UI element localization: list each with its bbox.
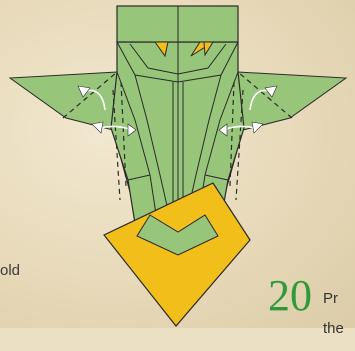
step-instruction: Pr the xyxy=(323,276,355,351)
step-instruction-line-1: Pr xyxy=(323,291,355,306)
step-instruction-line-2: the xyxy=(323,321,355,336)
step-number: 20 xyxy=(268,274,312,318)
caption-text-left: old xyxy=(0,262,20,279)
